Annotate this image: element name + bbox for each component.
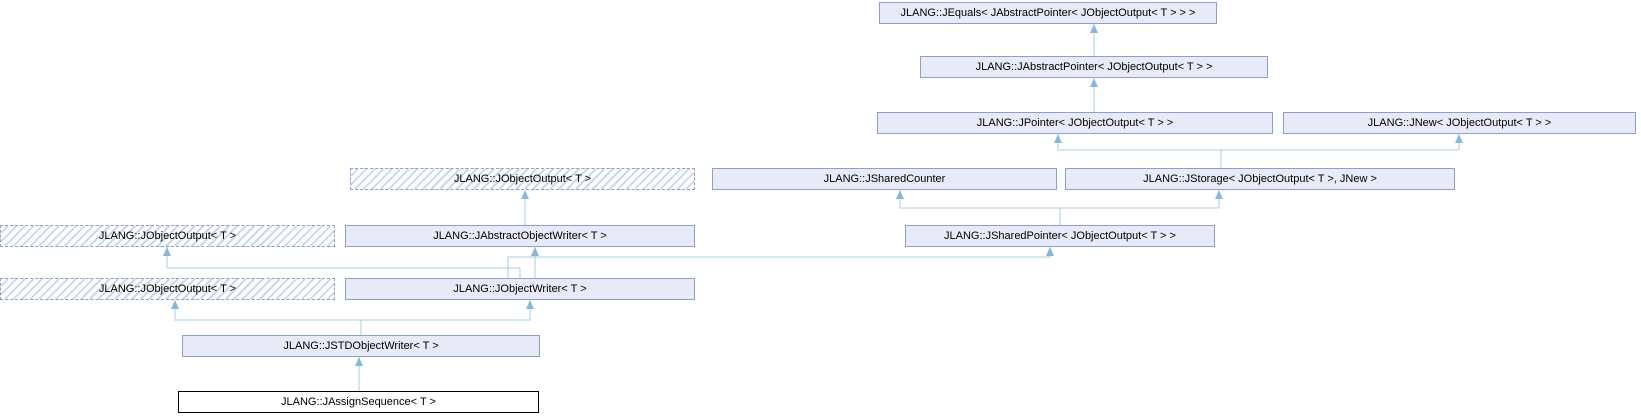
node-jobjectwriter[interactable]: JLANG::JObjectWriter< T > xyxy=(345,278,695,300)
edge-jstorage-jpointer xyxy=(1054,134,1222,168)
node-jobjectoutput-template-ref-1: JLANG::JObjectOutput< T > xyxy=(350,168,695,190)
node-jsharedpointer[interactable]: JLANG::JSharedPointer< JObjectOutput< T … xyxy=(905,225,1215,247)
edge-jobjectwriter-jsharedpointer xyxy=(507,247,1054,278)
node-jpointer[interactable]: JLANG::JPointer< JObjectOutput< T > > xyxy=(877,112,1273,134)
node-jstorage[interactable]: JLANG::JStorage< JObjectOutput< T >, JNe… xyxy=(1065,168,1455,190)
edge-jsharedpointer-jstorage xyxy=(1059,190,1223,225)
node-jobjectoutput-template-ref-3: JLANG::JObjectOutput< T > xyxy=(0,278,335,300)
node-jabstractobjectwriter[interactable]: JLANG::JAbstractObjectWriter< T > xyxy=(345,225,695,247)
edge-jstdobjectwriter-jobjectoutput xyxy=(171,300,362,335)
node-jsharedcounter[interactable]: JLANG::JSharedCounter xyxy=(712,168,1057,190)
node-jstdobjectwriter[interactable]: JLANG::JSTDObjectWriter< T > xyxy=(182,335,540,357)
edge-jstdobjectwriter-jobjectwriter xyxy=(360,300,534,335)
edge-jstorage-jnew xyxy=(1220,134,1463,168)
edge-jobjectwriter-jobjectoutput xyxy=(163,247,521,278)
node-jequals[interactable]: JLANG::JEquals< JAbstractPointer< JObjec… xyxy=(879,2,1217,24)
node-jnew[interactable]: JLANG::JNew< JObjectOutput< T > > xyxy=(1283,112,1636,134)
node-jobjectoutput-template-ref-2: JLANG::JObjectOutput< T > xyxy=(0,225,335,247)
node-jassignsequence-current-class: JLANG::JAssignSequence< T > xyxy=(178,391,539,413)
edge-jsharedpointer-jsharedcounter xyxy=(896,190,1061,225)
node-jabstractpointer[interactable]: JLANG::JAbstractPointer< JObjectOutput< … xyxy=(920,56,1268,78)
